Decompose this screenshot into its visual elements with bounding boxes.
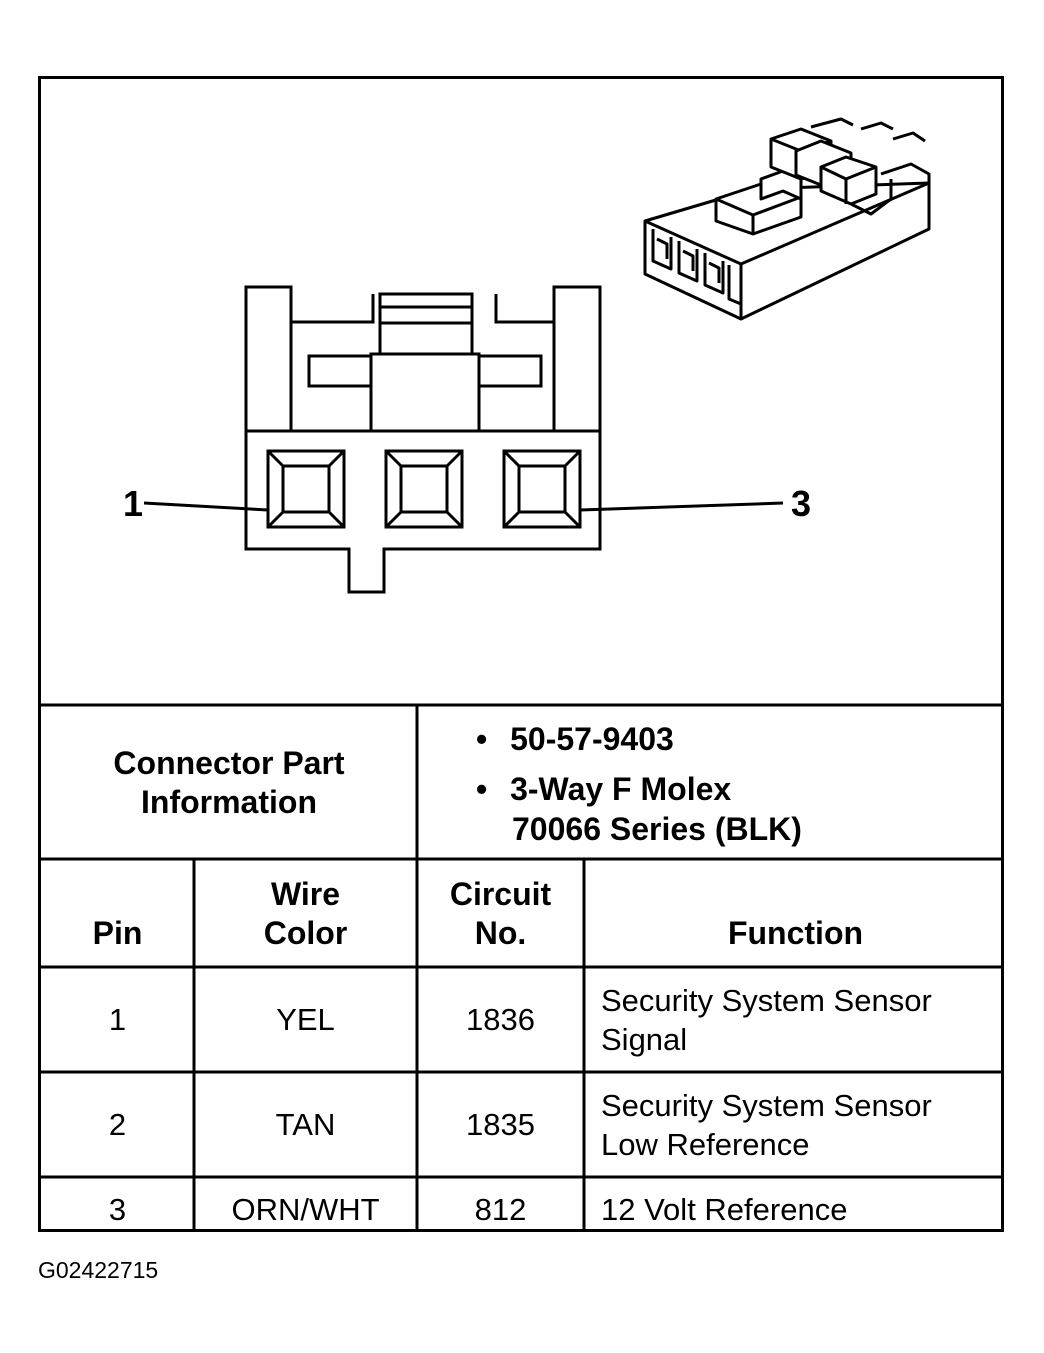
row-3-wire-color: ORN/WHT [231, 1192, 380, 1227]
description-line2: 70066 Series (BLK) [512, 811, 802, 847]
row-2-function-line2: Low Reference [601, 1127, 810, 1162]
connector-end-view-frame: 1 3 [38, 76, 1004, 1232]
pin-3-leader [579, 501, 784, 512]
part-info-label-line2: Information [141, 784, 317, 820]
col-header-pin: Pin [92, 915, 143, 951]
row-1-function-line1: Security System Sensor [601, 983, 932, 1018]
row-2-circuit: 1835 [466, 1107, 535, 1142]
row-2-wire-color: TAN [275, 1107, 336, 1142]
latch-body [369, 352, 481, 433]
row-1-function-line2: Signal [601, 1022, 688, 1057]
row-2-pin: 2 [108, 1107, 127, 1142]
terminal-cavity-2 [384, 449, 464, 529]
pin-3-label: 3 [791, 483, 811, 524]
col-header-circuit: Circuit No. [417, 875, 584, 953]
col-header-wire-color: Wire Color [194, 875, 417, 953]
connector-diagram: 1 3 [41, 117, 1001, 1229]
bullet: • [476, 721, 488, 757]
part-info-values: • 50-57-9403 • 3-Way F Molex 70066 Serie… [476, 719, 802, 849]
col-header-circuit-line2: No. [474, 915, 527, 951]
figure-id: G02422715 [38, 1257, 159, 1283]
col-header-wire-color-line1: Wire [270, 876, 341, 912]
row-3-function: 12 Volt Reference [601, 1192, 848, 1227]
col-header-wire-color-line2: Color [263, 915, 348, 951]
col-header-circuit-line1: Circuit [449, 876, 552, 912]
connector-isometric-illustration [643, 117, 931, 321]
row-2-function-line1: Security System Sensor [601, 1088, 932, 1123]
row-3-pin: 3 [108, 1192, 127, 1227]
bullet: • [476, 771, 488, 807]
row-1-function: Security System Sensor Signal [601, 981, 932, 1059]
row-1-wire-color: YEL [276, 1002, 335, 1037]
terminal-cavity-1 [266, 449, 346, 529]
row-1-circuit: 1836 [466, 1002, 535, 1037]
part-number: 50-57-9403 [510, 721, 674, 757]
part-info-label: Connector Part Information [41, 744, 417, 822]
row-2-function: Security System Sensor Low Reference [601, 1086, 932, 1164]
description-item: • 3-Way F Molex [476, 769, 802, 809]
description-line1: 3-Way F Molex [510, 771, 732, 807]
col-header-function: Function [727, 915, 864, 951]
part-info-label-line1: Connector Part [113, 745, 345, 781]
table-grid [41, 703, 1001, 1229]
pin-1-leader [143, 501, 269, 512]
row-1-pin: 1 [108, 1002, 127, 1037]
part-number-item: • 50-57-9403 [476, 719, 802, 759]
latch-arm-left [307, 354, 373, 388]
connector-face-view [143, 285, 784, 594]
row-3-circuit: 812 [474, 1192, 527, 1227]
terminal-cavity-3 [502, 449, 582, 529]
latch-arm-right [477, 354, 543, 388]
pin-1-label: 1 [123, 483, 143, 524]
